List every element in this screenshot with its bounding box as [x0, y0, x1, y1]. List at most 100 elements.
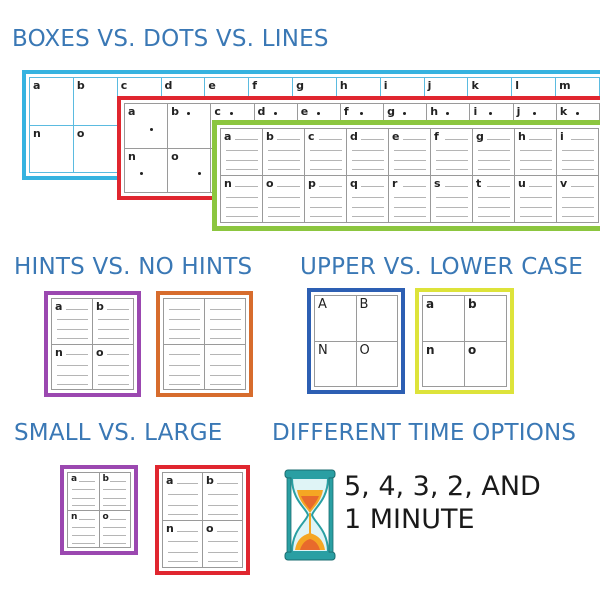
writing-line — [225, 160, 258, 162]
writing-line — [168, 383, 200, 385]
time-options-line-1: 5, 4, 3, 2, AND — [344, 471, 541, 502]
guide-dot — [187, 111, 191, 115]
cell-letter: n — [426, 342, 435, 357]
writing-line — [71, 535, 95, 537]
writing-line — [103, 526, 126, 528]
writing-line — [319, 186, 342, 188]
worksheet-cell: A — [315, 296, 357, 342]
cell-letter: k — [559, 105, 568, 118]
writing-line — [209, 338, 241, 340]
writing-line — [78, 518, 95, 520]
writing-line — [110, 481, 126, 483]
cell-letter: o — [468, 342, 477, 357]
writing-line — [56, 319, 88, 321]
cell-letter: p — [308, 177, 316, 190]
cell-letter: b — [171, 105, 180, 118]
writing-line — [277, 139, 300, 141]
worksheet-cell: n — [221, 176, 263, 223]
writing-line — [309, 216, 342, 218]
cell-letter: i — [560, 130, 564, 143]
writing-line — [97, 319, 129, 321]
writing-line — [209, 374, 241, 376]
worksheet-cell: o — [203, 520, 243, 568]
writing-line — [309, 207, 342, 209]
cell-letter: c — [308, 130, 315, 143]
worksheet-cell: a — [68, 473, 100, 511]
cell-letter: a — [128, 105, 136, 118]
writing-line — [56, 338, 88, 340]
writing-line — [477, 160, 510, 162]
cell-letter: i — [383, 79, 388, 92]
cell-letter: g — [296, 79, 304, 92]
worksheet-cell: t — [473, 176, 515, 223]
heading-boxes-dots-lines: BOXES VS. DOTS VS. LINES — [12, 26, 329, 52]
worksheet-cell — [205, 299, 246, 345]
writing-line — [167, 504, 198, 506]
cell-letter: d — [257, 105, 266, 118]
writing-line — [207, 541, 238, 543]
writing-line — [561, 149, 594, 151]
cell-letter: n — [71, 511, 78, 522]
cell-letter: h — [518, 130, 526, 143]
writing-line — [207, 493, 238, 495]
writing-line — [267, 216, 300, 218]
writing-line — [97, 383, 129, 385]
cell-letter: o — [206, 521, 214, 535]
worksheet-cell: a — [52, 299, 93, 345]
worksheet-cell: i — [557, 129, 599, 176]
writing-line — [209, 364, 241, 366]
worksheet-cell: o — [93, 344, 134, 390]
cell-letter: b — [76, 79, 85, 92]
guide-dot — [273, 111, 277, 115]
cell-letter: a — [33, 79, 41, 92]
worksheet-cell: b — [99, 473, 131, 511]
worksheet-cell: b — [93, 299, 134, 345]
writing-line — [393, 149, 426, 151]
worksheet-cell: n — [68, 510, 100, 548]
writing-line — [71, 526, 95, 528]
writing-line — [435, 207, 468, 209]
worksheet-cell: o — [99, 510, 131, 548]
writing-line — [393, 207, 426, 209]
writing-line — [351, 169, 384, 171]
worksheet-cell: b — [168, 104, 212, 149]
worksheet-cell: o — [263, 176, 305, 223]
cell-letter: b — [266, 130, 274, 143]
writing-line — [351, 149, 384, 151]
cell-letter: r — [392, 177, 398, 190]
writing-line — [267, 160, 300, 162]
cell-letter: h — [430, 105, 439, 118]
writing-line — [277, 186, 300, 188]
cell-letter: c — [214, 105, 221, 118]
writing-line — [168, 329, 200, 331]
cell-letter: u — [518, 177, 526, 190]
cell-letter: f — [343, 105, 349, 118]
cell-letter: o — [266, 177, 274, 190]
cell-letter: v — [560, 177, 568, 190]
writing-line — [267, 196, 300, 198]
writing-line — [477, 216, 510, 218]
writing-line — [361, 186, 384, 188]
cell-letter: e — [392, 130, 400, 143]
cell-letter: l — [515, 79, 520, 92]
worksheet-cell: n — [52, 344, 93, 390]
cell-letter: f — [252, 79, 258, 92]
writing-line — [393, 160, 426, 162]
guide-dot — [532, 111, 536, 115]
writing-line — [167, 561, 198, 563]
writing-line — [167, 541, 198, 543]
worksheet-cell: p — [305, 176, 347, 223]
writing-line — [561, 207, 594, 209]
writing-line — [167, 552, 198, 554]
nohints-grid — [163, 298, 246, 390]
writing-line — [529, 186, 552, 188]
writing-line — [435, 169, 468, 171]
